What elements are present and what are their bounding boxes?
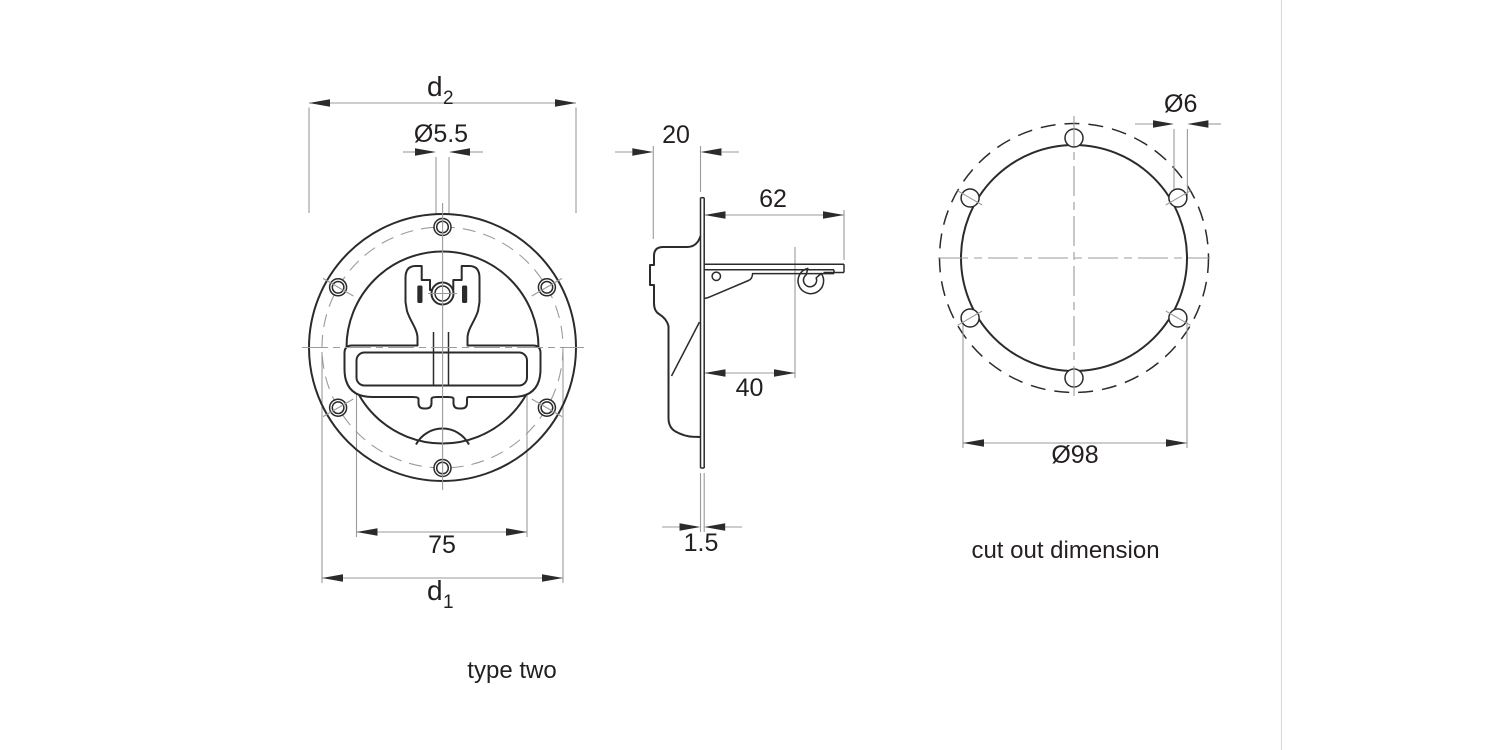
dim-label-flange-thickness: 1.5 — [684, 529, 719, 557]
spring-clip-left — [417, 285, 423, 303]
front-view-caption: type two — [467, 657, 556, 684]
side-view: 20 62 40 1.5 — [615, 121, 845, 557]
spring-clip-right — [462, 285, 468, 303]
latch-arm — [704, 263, 845, 275]
dim-label-hole-diameter: Ø5.5 — [414, 120, 468, 148]
dim-label-d1-base: d — [427, 575, 443, 606]
cutout-view: Ø6 Ø98 cut out dimension — [938, 90, 1221, 564]
support-bracket — [704, 273, 754, 300]
handle-grip-bar — [355, 351, 528, 387]
dim-label-handle-width: 75 — [428, 531, 456, 559]
dim-label-d2-base: d — [427, 71, 443, 102]
dim-label-cup-depth: 20 — [662, 121, 690, 149]
cup-draft-line — [670, 321, 701, 377]
cutout-view-caption: cut out dimension — [971, 537, 1159, 564]
dim-label-d1-sub: 1 — [443, 592, 454, 613]
front-centerlines — [302, 203, 584, 490]
cutout-centerlines — [938, 116, 1210, 400]
dim-label-d2-sub: 2 — [443, 88, 454, 109]
dim-label-hook-reach: 40 — [736, 374, 764, 402]
dim-label-screw-hole: Ø6 — [1164, 90, 1197, 118]
front-view: d 2 Ø5.5 75 d 1 type two — [302, 71, 584, 684]
cutout-screw-holes — [960, 128, 1188, 388]
front-arrowheads — [309, 99, 576, 582]
cup-profile — [649, 235, 702, 438]
rivet — [711, 271, 722, 282]
side-arrowheads — [632, 148, 844, 531]
panel-plate — [699, 196, 705, 469]
latch-hook — [797, 267, 825, 295]
dim-label-arm-length: 62 — [759, 185, 787, 213]
cutout-dimension-lines — [962, 123, 1221, 448]
cutout-arrowheads — [963, 120, 1209, 447]
front-dimension-lines — [308, 102, 577, 583]
dim-label-cutout-diameter: Ø98 — [1051, 441, 1098, 469]
side-dimension-lines — [615, 146, 845, 532]
